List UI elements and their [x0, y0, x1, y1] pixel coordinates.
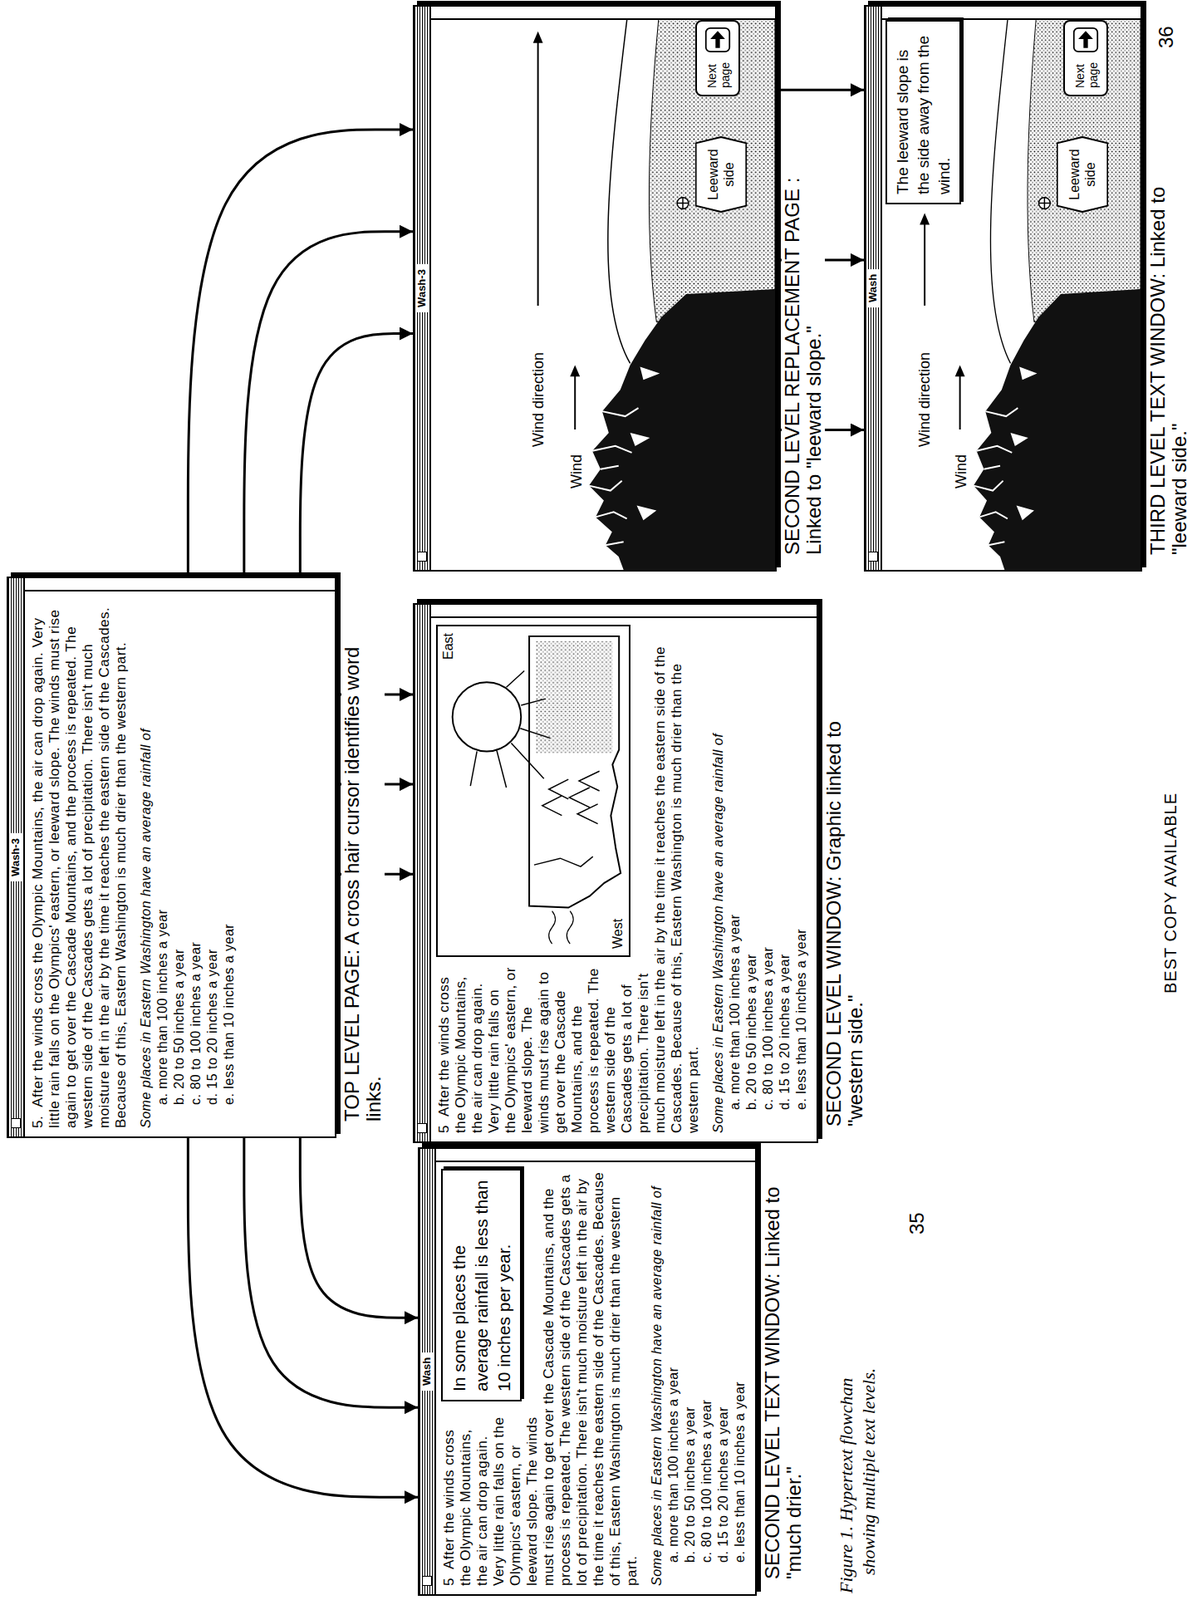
- answer-option: b. 20 to 50 inches a year: [743, 624, 761, 1134]
- hotspot-tag: Leeward side: [1056, 136, 1109, 213]
- tag-outline: [1057, 137, 1109, 212]
- map-label: East: [441, 631, 457, 662]
- scroll-bar: [24, 578, 335, 592]
- next-page-button: Next page: [1063, 19, 1109, 97]
- link-arrow: [299, 1138, 418, 1318]
- next-arrow-icon: [704, 26, 731, 54]
- wind-label: Wind: [951, 454, 971, 489]
- figure-caption: Figure 1. Hypertext flowchan showing mul…: [834, 1325, 880, 1594]
- app-window: WashWind directionWindTHIRD LEVEL TEXT W…: [863, 4, 1143, 572]
- window-title: Wash-3: [9, 833, 23, 882]
- question-text: Some places in Eastern Washington have a…: [710, 624, 727, 1134]
- answer-option: e. less than 10 inches a year: [220, 598, 238, 1129]
- close-box: [416, 1123, 427, 1134]
- hotspot-tag: Leeward side: [695, 136, 747, 213]
- scan-note: BEST COPY AVAILABLE: [1161, 792, 1181, 994]
- scroll-bar: [431, 604, 817, 619]
- question-text: Some places in Eastern Washington have a…: [137, 598, 155, 1129]
- passage-text: After the winds cross the Olympic Mounta…: [29, 607, 129, 1129]
- link-arrow: [187, 1138, 418, 1497]
- window-caption: SECOND LEVEL WINDOW: Graphic linked to "…: [823, 661, 867, 1127]
- item-number: 5: [441, 1577, 457, 1586]
- popup-text-window: The leeward slope is the side away from …: [885, 19, 962, 205]
- window-title: Wash: [420, 1352, 434, 1391]
- answer-option: b. 20 to 50 inches a year: [681, 1168, 699, 1586]
- window-illustration: [533, 6, 776, 570]
- map-graphic-box: West East: [436, 624, 631, 957]
- close-box: [10, 1118, 21, 1129]
- page-number: 36: [1154, 25, 1178, 49]
- close-box: [416, 551, 427, 562]
- link-arrow: [187, 129, 413, 577]
- tag-outline: [695, 136, 747, 213]
- app-window: Wash-3 5.After the winds cross the Olympi…: [6, 576, 337, 1139]
- tag-text: Leeward side: [1056, 136, 1109, 213]
- page-number: 35: [905, 1211, 929, 1235]
- item-number: 5: [436, 1124, 452, 1134]
- answer-option: d. 15 to 20 inches a year: [204, 598, 221, 1129]
- map-illustration: [437, 626, 629, 956]
- window-title-bar: [414, 604, 432, 1142]
- next-page-button: Next page: [695, 19, 741, 97]
- button-text: Next page: [696, 53, 732, 95]
- link-arrow: [244, 1138, 418, 1408]
- window-caption: TOP LEVEL PAGE: A cross hair cursor iden…: [341, 623, 385, 1122]
- link-arrow: [244, 231, 413, 577]
- map-illustration: [452, 636, 621, 944]
- next-arrow-icon: [706, 28, 730, 52]
- answer-option: e. less than 10 inches a year: [731, 1168, 749, 1586]
- map-label: West: [610, 917, 626, 951]
- close-box: [868, 551, 879, 562]
- popup-text: In some places the average rainfall is l…: [447, 1178, 516, 1392]
- scroll-bar: [431, 6, 776, 20]
- answer-option: a. more than 100 inches a year: [665, 1168, 682, 1586]
- item-number: 5.: [29, 1115, 46, 1129]
- question-text: Some places in Eastern Washington have a…: [648, 1168, 666, 1586]
- tag-outline: [1056, 136, 1109, 213]
- answer-option: b. 20 to 50 inches a year: [171, 598, 188, 1129]
- app-window: WestEast5After the winds cross the Olymp…: [412, 603, 819, 1144]
- window-caption: SECOND LEVEL REPLACEMENT PAGE : Linked t…: [781, 139, 825, 555]
- next-arrow-icon: [1074, 28, 1098, 52]
- next-arrow-icon: [1072, 26, 1099, 54]
- window-caption: SECOND LEVEL TEXT WINDOW: Linked to "muc…: [761, 1138, 805, 1580]
- answer-option: d. 15 to 20 inches a year: [776, 624, 794, 1134]
- window-title: Wash: [866, 269, 880, 308]
- tag-outline: [696, 137, 747, 212]
- wind-direction-label: Wind direction: [529, 352, 548, 447]
- window-title: Wash-3: [415, 264, 429, 313]
- popup-text-window: In some places the average rainfall is l…: [441, 1168, 522, 1402]
- wind-direction-label: Wind direction: [915, 352, 934, 447]
- wind-label: Wind: [567, 454, 586, 489]
- tag-text: Leeward side: [695, 136, 747, 213]
- answer-option: c. 80 to 100 inches a year: [760, 624, 777, 1134]
- button-text: Next page: [1064, 53, 1100, 95]
- window-caption: THIRD LEVEL TEXT WINDOW: Linked to "leew…: [1147, 122, 1191, 555]
- popup-text: The leeward slope is the side away from …: [892, 29, 955, 195]
- link-arrow: [299, 333, 413, 577]
- answer-option: a. more than 100 inches a year: [726, 624, 744, 1134]
- scroll-bar: [436, 1148, 756, 1163]
- answer-option: c. 80 to 100 inches a year: [187, 598, 205, 1129]
- app-window: Wash-3Wind directionWindSECOND LEVEL REP…: [412, 4, 777, 572]
- answer-option: d. 15 to 20 inches a year: [715, 1168, 732, 1586]
- app-window: In some places the average rainfall is l…: [417, 1147, 757, 1596]
- close-box: [421, 1575, 432, 1586]
- scroll-bar: [882, 6, 1141, 20]
- link-arrow: [776, 88, 864, 92]
- answer-option: c. 80 to 100 inches a year: [698, 1168, 716, 1586]
- answer-option: a. more than 100 inches a year: [154, 598, 172, 1129]
- answer-option: e. less than 10 inches a year: [793, 624, 810, 1134]
